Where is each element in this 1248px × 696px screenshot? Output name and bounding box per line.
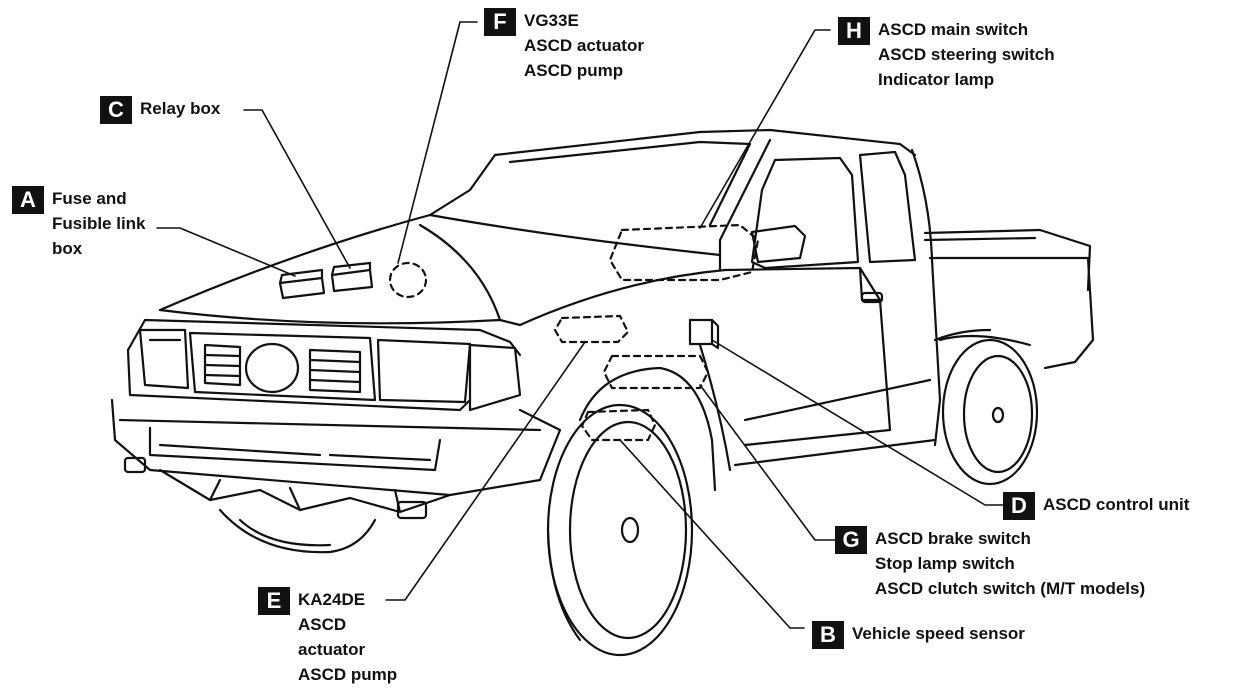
callout-a-line-2: Fusible link [52,214,146,233]
callout-g-badge: G [835,526,867,554]
callout-g: G ASCD brake switch Stop lamp switch ASC… [835,526,1145,601]
callout-d-line-1: ASCD control unit [1043,495,1190,514]
leader-d [711,339,1006,506]
callout-h-line-3: Indicator lamp [878,70,995,89]
callout-h-badge: H [838,17,870,45]
callout-f: F VG33E ASCD actuator ASCD pump [484,8,644,83]
truck-front [110,318,562,554]
callout-a: A Fuse and Fusible link box [12,186,146,261]
callout-g-line-2: Stop lamp switch [875,554,1015,573]
callout-f-line-3: ASCD pump [524,61,624,80]
callout-c-badge: C [100,96,132,124]
callout-e-line-1: KA24DE [298,590,366,609]
leader-lines [156,21,1006,629]
callout-e-badge: E [258,587,290,615]
dashed-location-markers [388,223,760,442]
front-wheel [546,403,694,657]
callout-g-line-3: ASCD clutch switch (M/T models) [875,579,1146,598]
callout-a-line-1: Fuse and [52,189,127,208]
leader-c [243,109,351,269]
callout-a-badge: A [12,186,44,214]
callout-e-line-3: actuator [298,640,366,659]
leader-h [699,29,831,229]
leader-b [619,439,805,629]
callout-h-line-1: ASCD main switch [878,20,1029,39]
leader-g [699,384,837,541]
relay-box-shape [330,261,374,293]
truck-body [158,128,1095,492]
callout-a-line-3: box [52,239,83,258]
callout-b-badge: B [812,621,844,649]
control-unit-shape [688,318,720,350]
callout-f-line-1: VG33E [524,11,579,30]
fuse-box-shape [278,268,326,300]
callout-b-line-1: Vehicle speed sensor [852,624,1025,643]
callout-d-badge: D [1003,492,1035,520]
callout-c: C Relay box [100,96,220,124]
callout-e: E KA24DE ASCD actuator ASCD pump [258,587,397,687]
callout-f-line-2: ASCD actuator [524,36,644,55]
callout-c-line-1: Relay box [140,99,221,118]
leader-e [385,341,586,601]
leader-f [397,21,478,264]
callout-b: B Vehicle speed sensor [812,621,1025,649]
callout-e-line-4: ASCD pump [298,665,398,684]
callout-h-line-2: ASCD steering switch [878,45,1055,64]
rear-wheel [938,334,1039,486]
callout-e-line-2: ASCD [298,615,347,634]
callout-g-line-1: ASCD brake switch [875,529,1031,548]
leader-a [156,227,296,277]
callout-f-badge: F [484,8,516,36]
callout-h: H ASCD main switch ASCD steering switch … [838,17,1055,92]
callout-d: D ASCD control unit [1003,492,1189,520]
